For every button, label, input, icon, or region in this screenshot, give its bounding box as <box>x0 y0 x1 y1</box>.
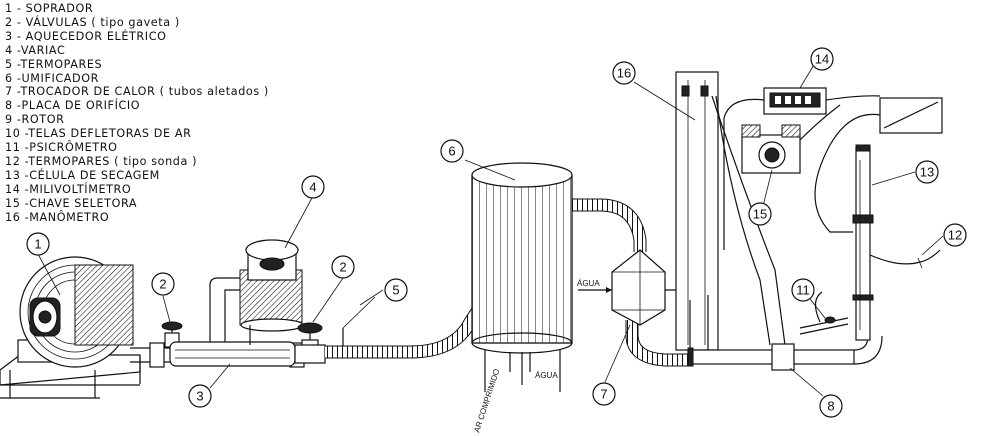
main-duct <box>687 335 883 371</box>
callout-6: 6 <box>440 139 464 163</box>
callout-2a: 2 <box>151 272 175 296</box>
callout-4: 4 <box>301 175 325 199</box>
legend-item: 2 - VÁLVULAS ( tipo gaveta ) <box>5 15 180 29</box>
svg-text:5: 5 <box>392 283 399 298</box>
svg-text:4: 4 <box>309 180 316 195</box>
psychrometer <box>799 291 849 335</box>
blower <box>0 256 141 399</box>
svg-text:8: 8 <box>827 399 834 414</box>
flexible-hose <box>572 198 690 367</box>
callout-1: 1 <box>26 232 50 256</box>
legend-item: 9 -ROTOR <box>5 113 65 127</box>
legend-item: 16 -MANÔMETRO <box>5 210 110 224</box>
callout-7: 7 <box>592 382 616 406</box>
svg-text:7: 7 <box>600 387 607 402</box>
callout-5: 5 <box>384 278 408 302</box>
legend-item: 6 -UMIFICADOR <box>5 71 100 85</box>
svg-text:11: 11 <box>796 283 810 298</box>
variac <box>239 239 304 345</box>
drying-cell <box>852 144 874 341</box>
legend-item: 5 -TERMOPARES <box>5 57 103 71</box>
callout-3: 3 <box>188 384 212 408</box>
legend-item: 13 -CÉLULA DE SECAGEM <box>5 168 160 182</box>
svg-text:15: 15 <box>753 207 767 222</box>
callout-14: 14 <box>810 47 834 71</box>
svg-text:2: 2 <box>159 277 166 292</box>
callout-2b: 2 <box>331 255 355 279</box>
water-outlet-label: ÁGUA <box>535 371 558 380</box>
svg-text:1: 1 <box>34 237 41 252</box>
callout-13: 13 <box>915 160 939 184</box>
legend-item: 8 -PLACA DE ORIFÍCIO <box>5 99 141 113</box>
callout-12: 12 <box>943 223 967 247</box>
legend-item: 15 -CHAVE SELETORA <box>5 196 138 210</box>
svg-text:12: 12 <box>948 228 962 243</box>
callout-8: 8 <box>819 394 843 418</box>
legend: 1 - SOPRADOR 2 - VÁLVULAS ( tipo gaveta … <box>5 2 269 225</box>
compressed-air-label: AR COMPRIMIDO <box>472 368 501 434</box>
humidifier <box>471 162 573 392</box>
svg-text:2: 2 <box>339 260 346 275</box>
recorder-box <box>814 97 943 233</box>
legend-item: 14 -MILIVOLTÍMETRO <box>5 182 132 196</box>
flexible-hose <box>325 306 484 359</box>
callout-15: 15 <box>748 202 772 226</box>
manometer <box>675 71 786 351</box>
selector-switch <box>741 104 841 174</box>
callout-11: 11 <box>791 278 815 302</box>
legend-item: 11 -PSICRÔMETRO <box>5 141 118 155</box>
svg-text:3: 3 <box>196 389 203 404</box>
water-inlet-label: ÁGUA <box>577 279 600 288</box>
legend-item: 7 -TROCADOR DE CALOR ( tubos aletados ) <box>5 85 269 99</box>
legend-item: 1 - SOPRADOR <box>5 2 94 15</box>
millivoltmeter <box>723 87 881 250</box>
thermocouple-probe <box>869 249 941 269</box>
svg-text:16: 16 <box>617 66 631 81</box>
legend-item: 4 -VARIAC <box>5 43 66 57</box>
legend-item: 10 -TELAS DEFLETORAS DE AR <box>5 127 192 141</box>
heat-exchanger <box>578 249 688 326</box>
legend-item: 12 -TERMOPARES ( tipo sonda ) <box>5 154 198 168</box>
svg-text:6: 6 <box>448 144 455 159</box>
callout-16: 16 <box>612 61 636 85</box>
thermocouple <box>342 296 376 347</box>
svg-text:14: 14 <box>815 52 829 67</box>
svg-text:13: 13 <box>920 165 934 180</box>
legend-item: 3 - AQUECEDOR ELÉTRICO <box>5 29 167 43</box>
